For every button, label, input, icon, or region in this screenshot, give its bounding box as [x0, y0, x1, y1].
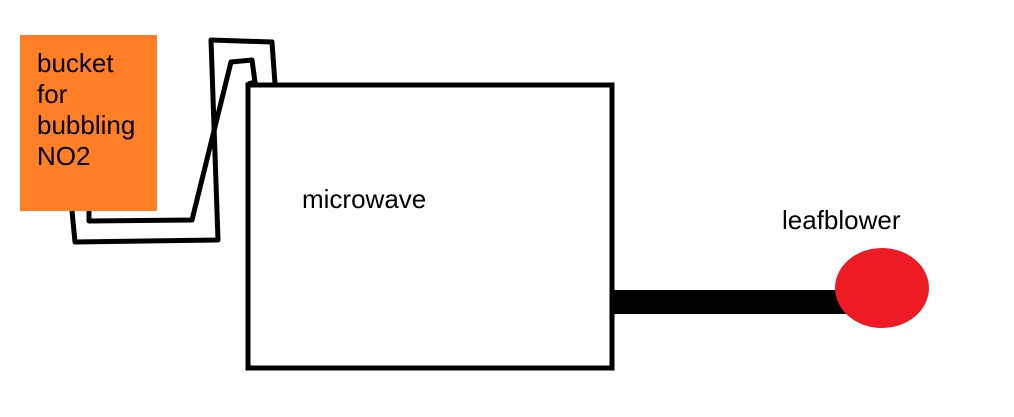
bucket-box	[20, 35, 157, 211]
tube-inner	[86, 57, 258, 224]
tube-outer	[69, 37, 278, 245]
leafblower-circle	[835, 248, 929, 328]
leafblower-hose	[612, 290, 857, 314]
microwave-box	[245, 82, 615, 371]
bucket-label: bucket for bubbling NO2	[37, 48, 136, 171]
microwave-label: microwave	[302, 184, 427, 214]
leafblower-label: leafblower	[782, 205, 901, 235]
